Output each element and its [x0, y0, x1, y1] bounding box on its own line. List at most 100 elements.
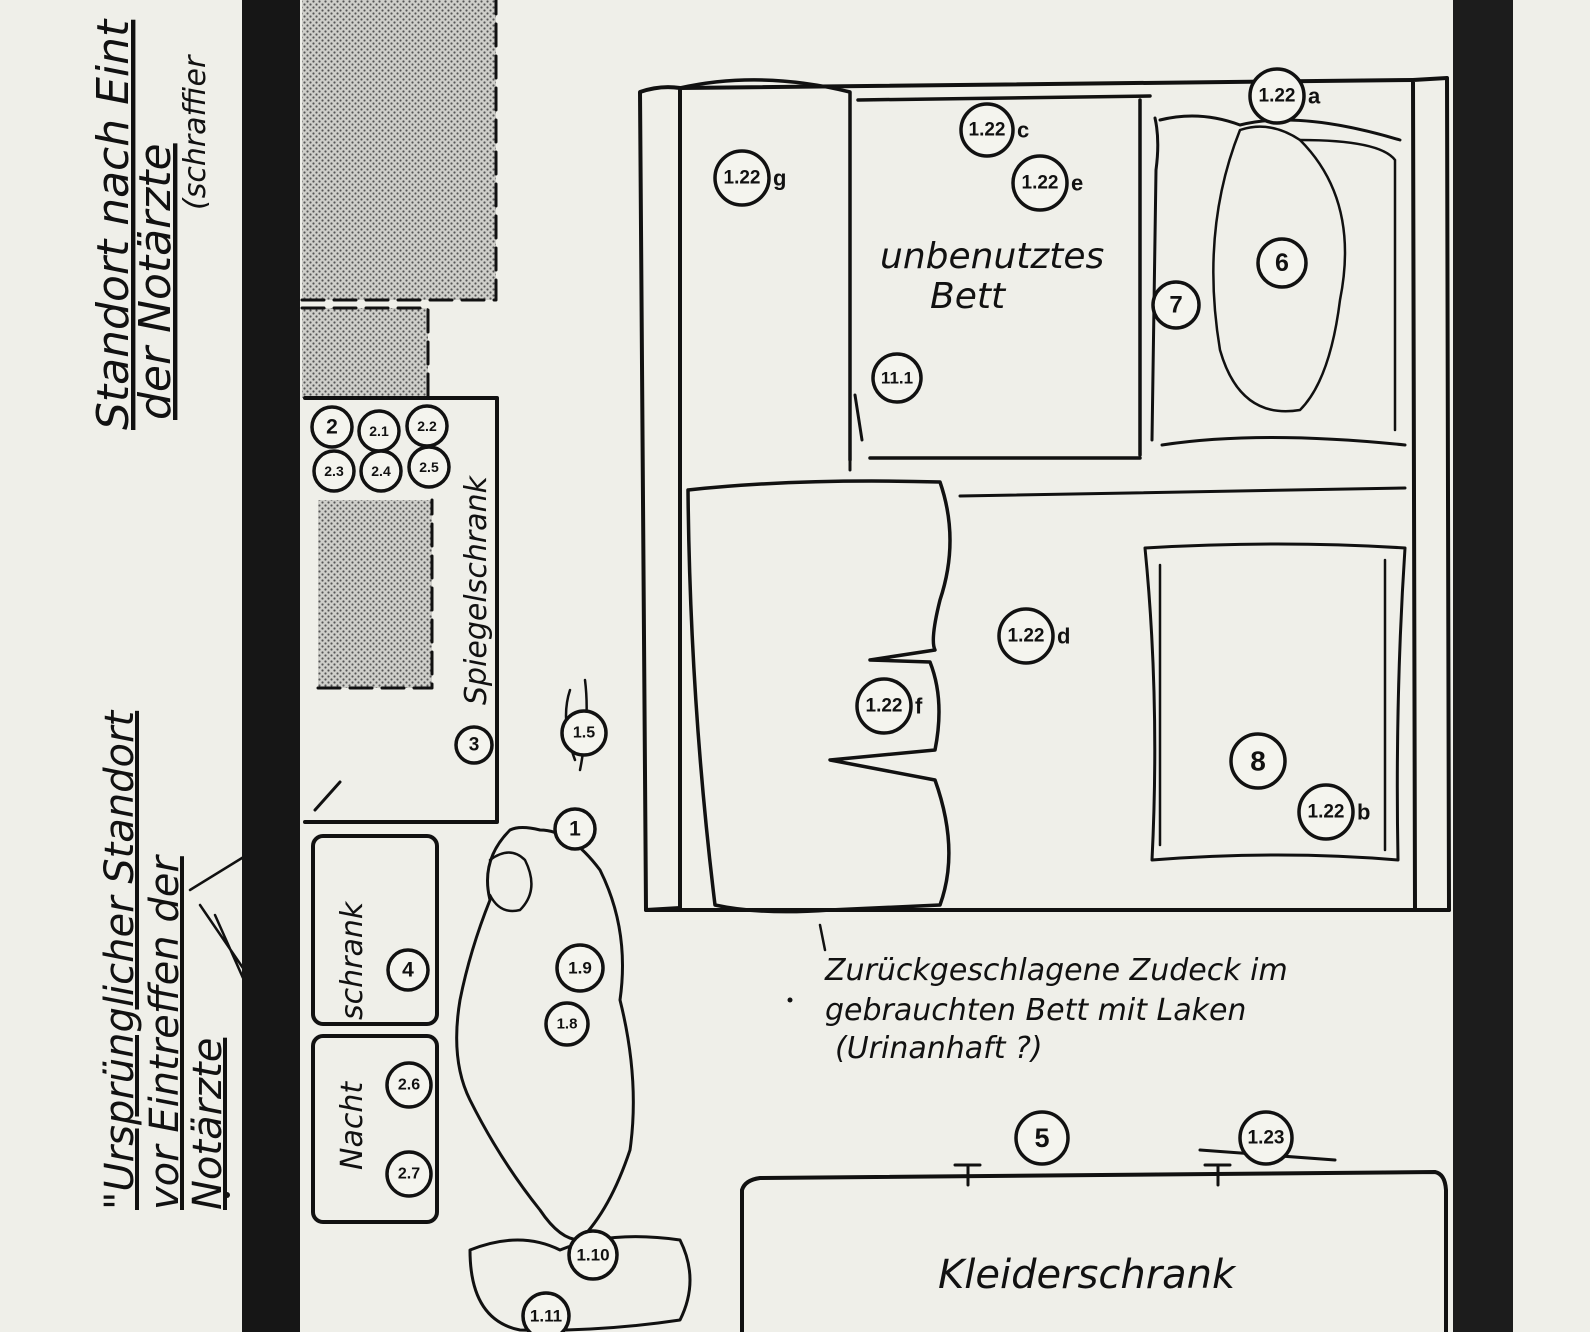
marker-number: 3 [469, 735, 480, 756]
ursprung-line3: Notärzte [185, 1038, 231, 1210]
marker-suffix: c [1017, 118, 1029, 143]
marker-circle [1248, 67, 1306, 125]
marker-circle [555, 943, 605, 993]
evidence-marker-2-6: 2.6 [385, 1061, 433, 1109]
marker-number: 1.5 [573, 725, 595, 742]
marker-suffix: f [915, 694, 923, 719]
evidence-marker-2-3: 2.3 [312, 449, 356, 493]
evidence-marker-1-23: 1.23 [1238, 1110, 1294, 1166]
evidence-marker-11-1: 11.1 [871, 352, 923, 404]
marker-circle [385, 1061, 433, 1109]
marker-number: 1.23 [1248, 1128, 1285, 1149]
zudeck-line3: (Urinanhaft ?) [835, 1031, 1043, 1066]
marker-number: 11.1 [881, 369, 913, 388]
standort-annotation: Standort nach Eint der Notärzte (schraff… [88, 18, 213, 430]
evidence-marker-2-7: 2.7 [385, 1150, 433, 1198]
marker-circle [713, 149, 771, 207]
marker-circle [312, 449, 356, 493]
evidence-marker-4: 4 [386, 948, 430, 992]
marker-number: 1.22 [1308, 802, 1345, 823]
hatched-standort-top [300, 0, 498, 400]
marker-circle [855, 677, 913, 735]
marker-number: 1.9 [568, 959, 592, 978]
marker-number: 1.22 [1008, 626, 1045, 647]
zudeck-line1: Zurückgeschlagene Zudeck im [824, 953, 1288, 988]
marker-number: 1.22 [969, 120, 1006, 141]
evidence-marker-1-22g: 1.22 g [713, 149, 786, 207]
evidence-marker-1-5: 1.5 [560, 709, 608, 757]
evidence-marker-6: 6 [1256, 237, 1308, 289]
kleiderschrank-label: Kleiderschrank [938, 1252, 1237, 1298]
marker-number: 2.5 [419, 459, 439, 475]
evidence-marker-5: 5 [1014, 1110, 1070, 1166]
marker-circle [359, 449, 403, 493]
ursprung-line2: vor Eintreffen der [142, 854, 188, 1210]
standort-line2: der Notärzte [130, 143, 181, 420]
marker-number: 2.3 [324, 463, 344, 479]
marker-number: 2.2 [417, 418, 437, 434]
marker-suffix: b [1357, 800, 1370, 825]
marker-circle [454, 725, 494, 765]
evidence-marker-2-2: 2.2 [405, 404, 449, 448]
evidence-marker-1: 1 [553, 807, 597, 851]
marker-circle [521, 1291, 571, 1332]
nacht-label: Nacht [335, 1081, 370, 1170]
marker-circle [310, 405, 354, 449]
bett-label: Bett [930, 276, 1007, 317]
marker-number: 8 [1250, 746, 1266, 777]
left-wall [242, 0, 300, 1332]
evidence-marker-1-10: 1.10 [567, 1229, 619, 1281]
marker-circle [1151, 280, 1201, 330]
evidence-marker-8: 8 [1229, 732, 1287, 790]
marker-suffix: d [1057, 624, 1070, 649]
marker-number: 1.11 [530, 1307, 562, 1326]
zudeck-caption: Zurückgeschlagene Zudeck im gebrauchten … [787, 923, 1288, 1066]
evidence-marker-3: 3 [454, 725, 494, 765]
marker-circle [997, 607, 1055, 665]
marker-circle [407, 445, 451, 489]
evidence-marker-1-22b: 1.22 b [1297, 783, 1370, 841]
marker-circle [1256, 237, 1308, 289]
marker-number: 2.7 [398, 1166, 420, 1183]
marker-circle [959, 102, 1015, 158]
marker-number: 1.8 [557, 1016, 578, 1033]
marker-number: 4 [402, 959, 414, 982]
marker-number: 2.6 [398, 1077, 420, 1094]
unused-bed: unbenutztes Bett [678, 78, 1407, 472]
evidence-marker-1-22d: 1.22 d [997, 607, 1070, 665]
marker-circle [1011, 154, 1069, 212]
marker-number: 5 [1034, 1123, 1049, 1153]
marker-suffix: g [773, 166, 786, 191]
marker-number: 2.4 [371, 463, 391, 479]
double-bed: unbenutztes Bett [638, 76, 1451, 914]
marker-circle [871, 352, 923, 404]
evidence-marker-1-22e: 1.22 e [1011, 154, 1083, 212]
standort-line1: Standort nach Eint [88, 18, 139, 430]
right-wall [1453, 0, 1513, 1332]
evidence-marker-1-11: 1.11 [521, 1291, 571, 1332]
marker-circle [544, 1001, 590, 1047]
marker-circle [1238, 1110, 1294, 1166]
spiegelschrank-label: Spiegelschrank [459, 474, 494, 705]
marker-suffix: e [1071, 171, 1083, 196]
evidence-marker-2-1: 2.1 [357, 409, 401, 453]
marker-number: 1.22 [1022, 173, 1059, 194]
marker-number: 1 [569, 818, 581, 841]
marker-number: 1.10 [576, 1246, 609, 1265]
marker-circle [560, 709, 608, 757]
nachtschrank: schrank Nacht [311, 834, 439, 1224]
marker-circle [1297, 783, 1355, 841]
marker-circle [567, 1229, 619, 1281]
marker-number: 1.22 [724, 168, 761, 189]
standort-line3: (schraffier [178, 54, 213, 210]
marker-circle [386, 948, 430, 992]
kleiderschrank: Kleiderschrank [740, 1148, 1448, 1332]
marker-suffix: a [1308, 84, 1321, 109]
evidence-marker-1-8: 1.8 [544, 1001, 590, 1047]
marker-number: 2 [326, 416, 338, 439]
marker-circle [553, 807, 597, 851]
